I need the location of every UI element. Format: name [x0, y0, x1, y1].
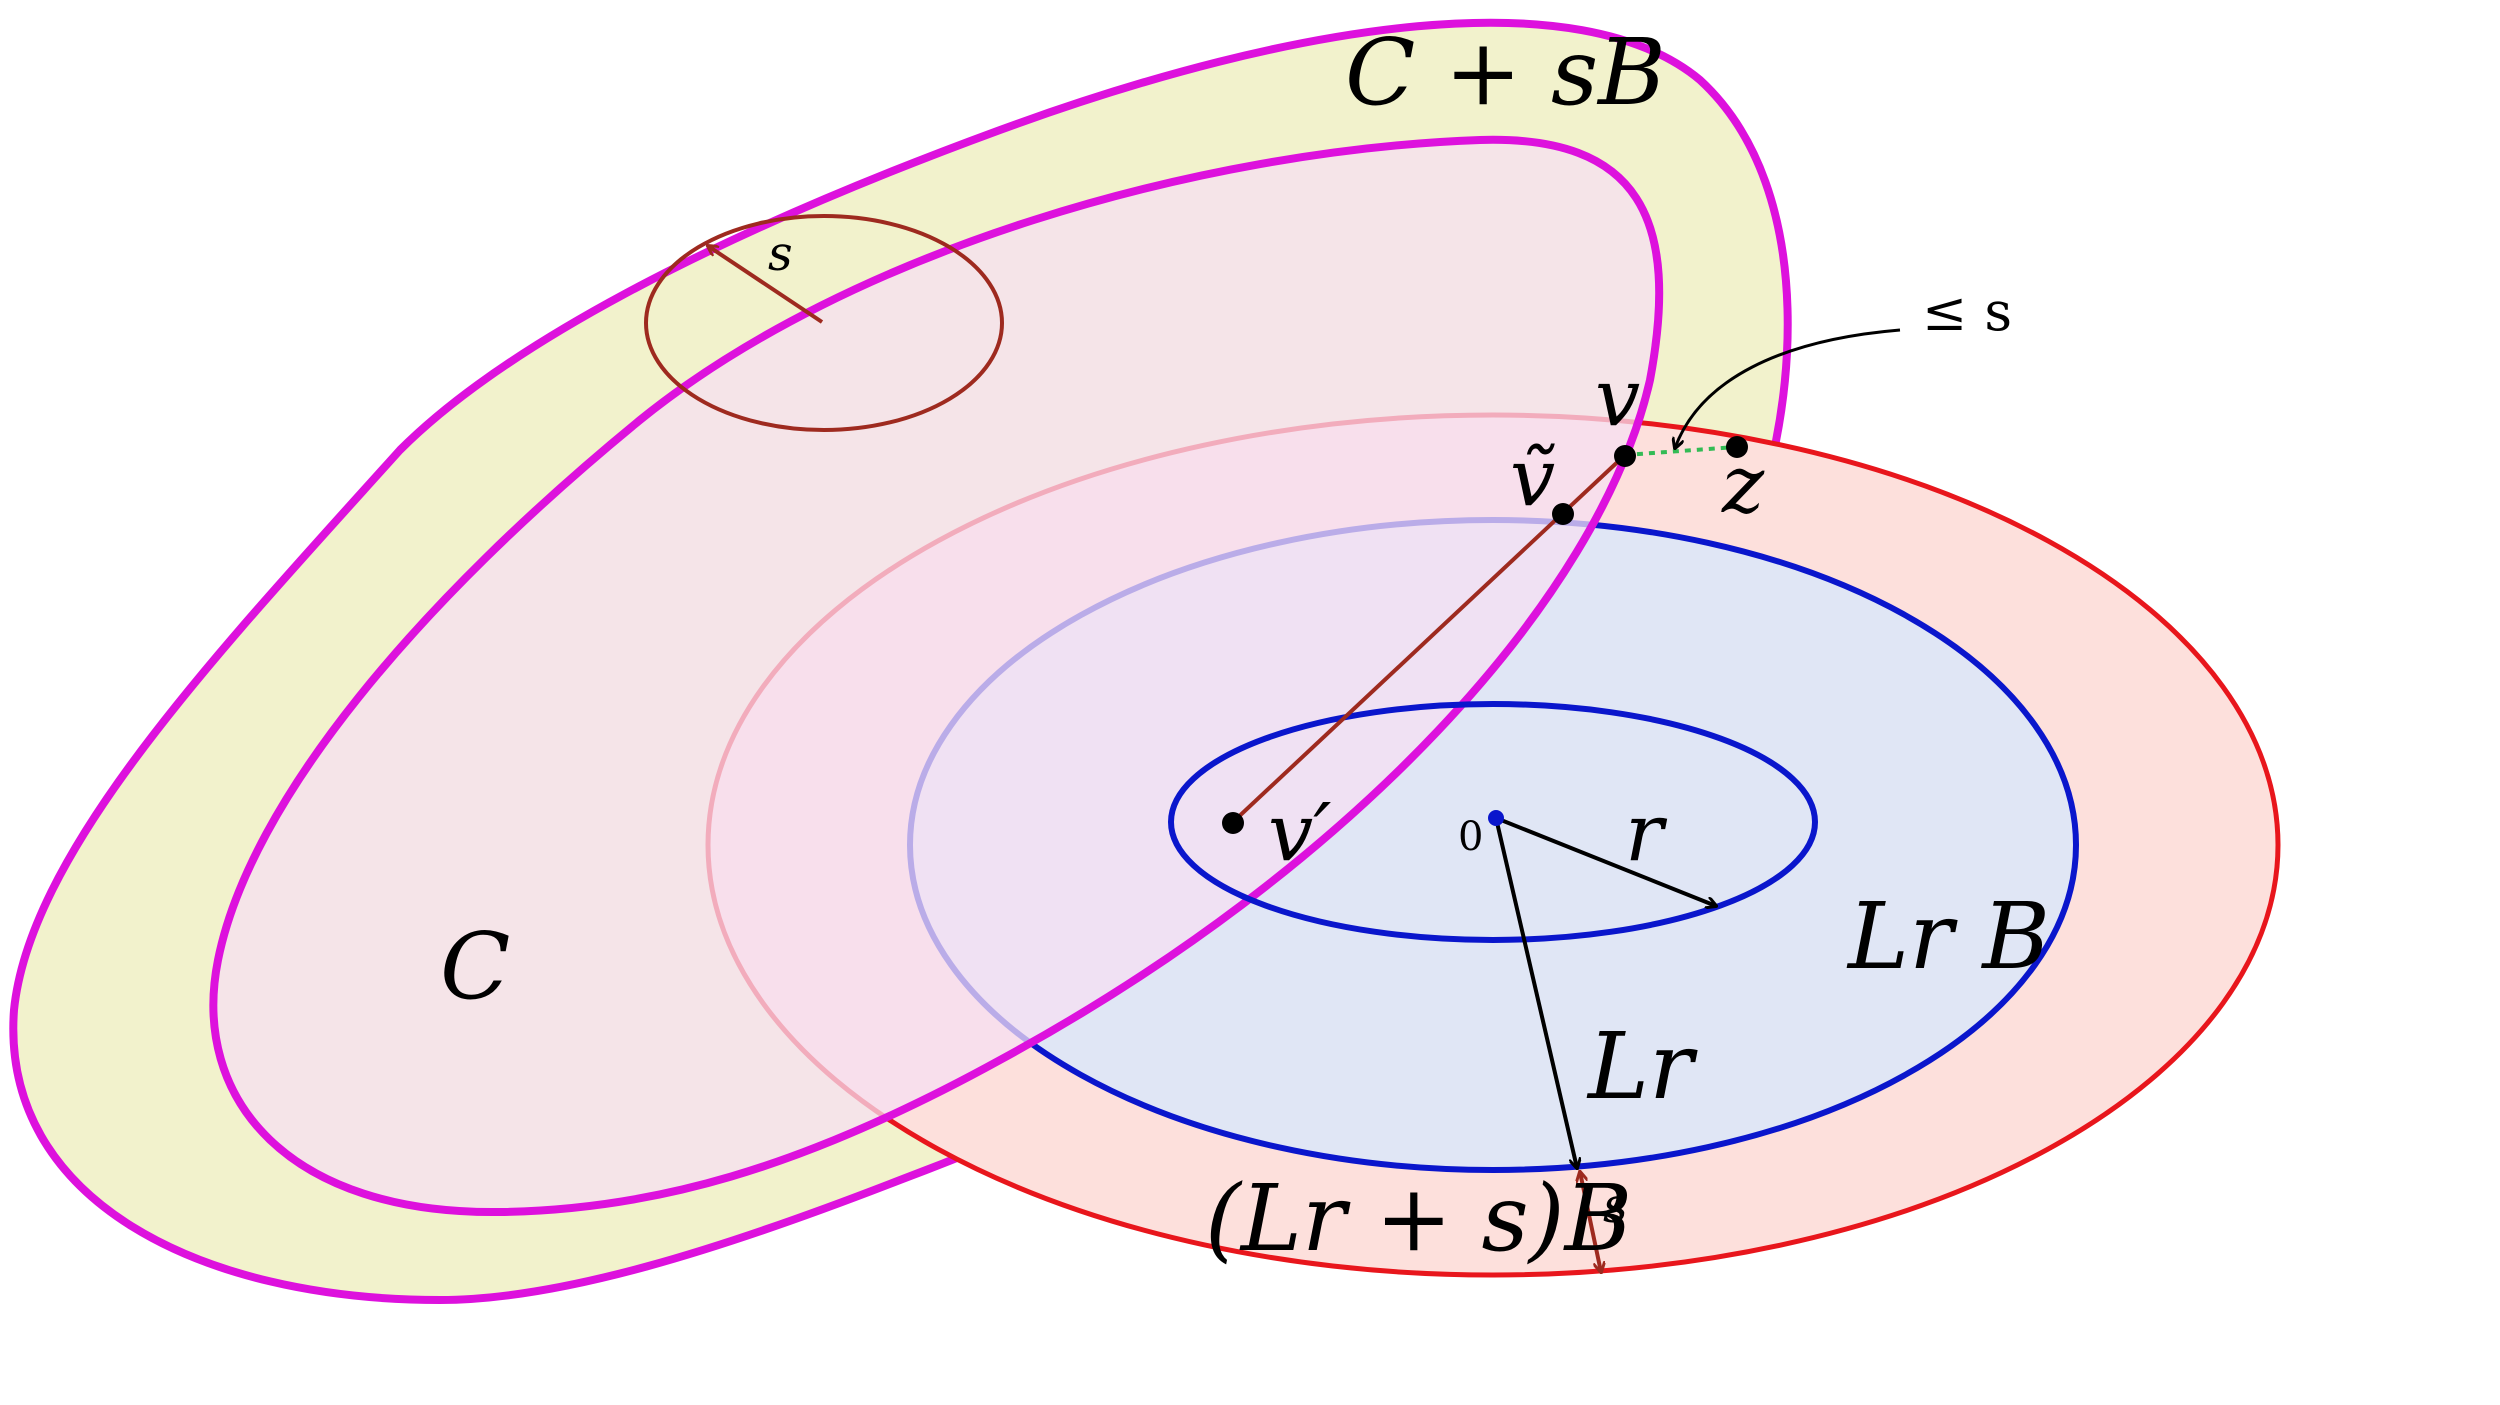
s-ball [644, 214, 1004, 432]
label-leq-s: ≤ s [1922, 280, 2012, 343]
point-v-prime [1222, 812, 1244, 834]
lr-arrow [1494, 817, 1577, 1168]
label-z: z [1721, 438, 1765, 531]
leq-s-arrow [1675, 328, 1901, 448]
label-zero: 0 [1458, 814, 1483, 860]
point-v-tilde [1552, 503, 1574, 525]
label-s-top: s [768, 226, 793, 282]
point-z [1726, 436, 1748, 458]
label-lr: Lr [1586, 1013, 1698, 1120]
label-lr-plus-s-b: (Lr + s)B [1205, 1165, 1632, 1272]
point-v [1614, 445, 1636, 467]
label-c: C [440, 913, 510, 1020]
label-s-bottom: s [1603, 1178, 1628, 1234]
s-radius-arrow [708, 246, 824, 324]
label-c-plus-sb: C + sB [1345, 19, 1666, 126]
label-v-tilde: ṽ [1510, 431, 1555, 524]
set-c [209, 135, 1664, 1217]
label-v: v [1595, 351, 1640, 444]
label-lr-b: Lr B [1846, 883, 2050, 990]
point-origin [1488, 810, 1504, 826]
ball-r [1168, 701, 1818, 943]
s-gap-arrow [1580, 1172, 1601, 1272]
label-v-prime: v′ [1268, 786, 1331, 879]
r-arrow [1495, 816, 1716, 906]
label-r: r [1625, 786, 1668, 879]
